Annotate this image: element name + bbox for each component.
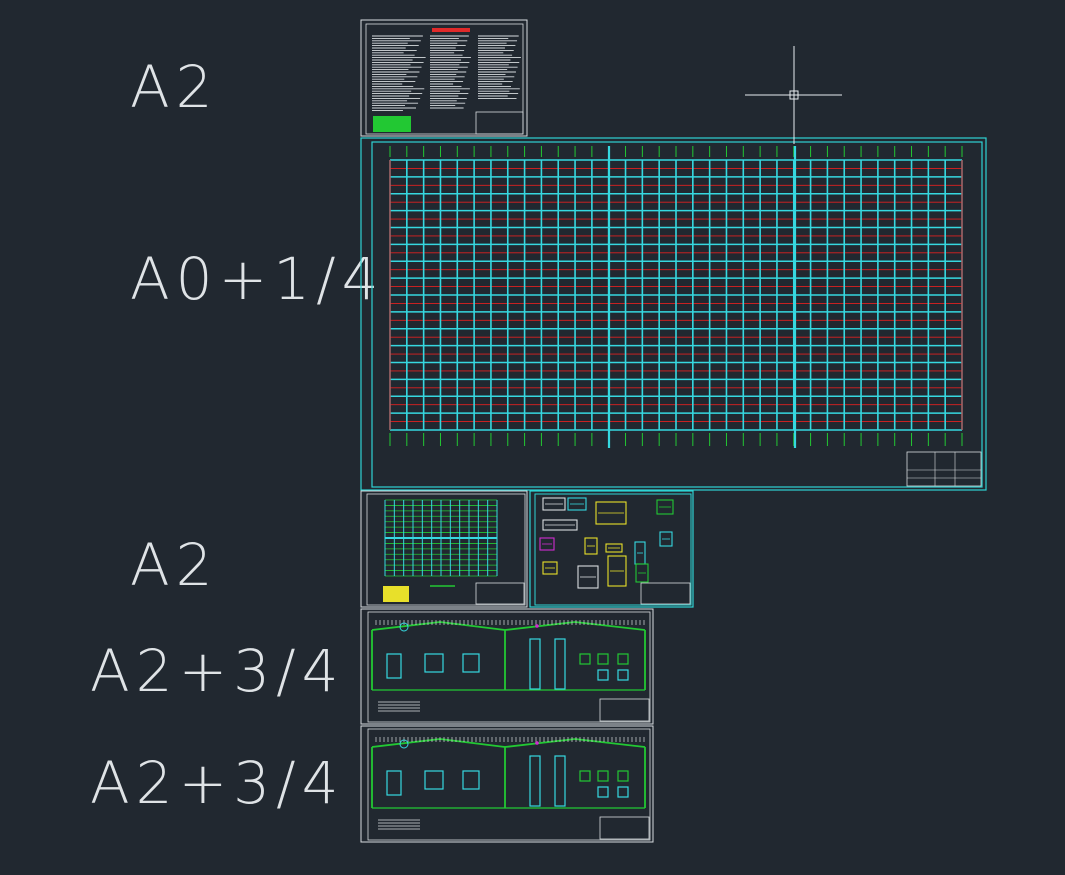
elevation-detail [597,786,609,798]
notes-text-block [372,35,521,111]
detail-drawing [607,555,627,587]
sheet-general-notes[interactable] [360,19,528,137]
title-block [640,582,691,605]
detail-drawing [635,563,649,583]
elevation-detail [529,638,541,690]
sheet-column-grid-plan[interactable] [360,137,987,491]
detail-drawing [595,501,627,525]
title-block [906,451,982,487]
rafter [504,621,576,631]
detail-drawing [656,499,674,515]
sheet-title-bar [432,28,470,32]
elevation-detail [386,770,402,796]
rafter [371,621,441,631]
detail-drawing [542,519,578,531]
sheet-roof-plan[interactable] [360,490,528,608]
rafter [439,621,506,631]
sheet-label-a0-quarter: A0+1/4 [130,245,385,313]
rafter [574,738,646,748]
elevation-detail [597,669,609,681]
elevation-detail [424,653,444,673]
title-block [475,111,524,135]
detail-drawings [539,497,674,589]
elevation-detail [386,653,402,679]
title-block [475,582,525,605]
elevation-detail [529,755,541,807]
rafter [574,621,646,631]
title-block [599,698,650,722]
sheet-label-a2-top: A2 [130,53,219,121]
node-marker [535,624,539,628]
title-block [599,816,650,840]
elevation-detail [424,770,444,790]
sheet-label-a2-three-quarter-1: A2+3/4 [90,637,345,705]
portal-frame-elevation [371,620,646,712]
elevation-detail [462,653,480,673]
rafter [439,738,506,748]
detail-drawing [584,537,598,555]
elevation-detail [617,669,629,681]
detail-drawing [542,561,558,575]
rafter [371,738,441,748]
detail-drawing [542,497,566,511]
sheet-frame-elevation-1[interactable] [360,608,654,725]
portal-frame-elevation [371,737,646,830]
section-marker [399,622,409,632]
elevation-detail [617,653,629,665]
elevation-detail [579,653,591,665]
detail-drawing [567,497,587,511]
elevation-detail [617,786,629,798]
sheet-label-a2-middle: A2 [130,531,219,599]
sheet-frame-elevation-2[interactable] [360,725,654,843]
section-marker [399,739,409,749]
detail-drawing [539,537,555,551]
elevation-detail [597,653,609,665]
elevation-detail [617,770,629,782]
node-marker [535,741,539,745]
elevation-detail [554,755,566,807]
legend-block [383,586,409,602]
rafter [504,738,576,748]
roof-grid [384,499,498,577]
detail-drawing [577,565,599,589]
notes-table [373,116,411,132]
structural-grid [389,146,963,448]
sheet-label-a2-three-quarter-2: A2+3/4 [90,749,345,817]
crosshair-cursor[interactable] [745,46,842,144]
elevation-detail [597,770,609,782]
elevation-detail [554,638,566,690]
sheet-node-details[interactable] [529,490,694,608]
elevation-detail [462,770,480,790]
detail-drawing [659,531,673,547]
detail-drawing [605,543,623,553]
elevation-detail [579,770,591,782]
